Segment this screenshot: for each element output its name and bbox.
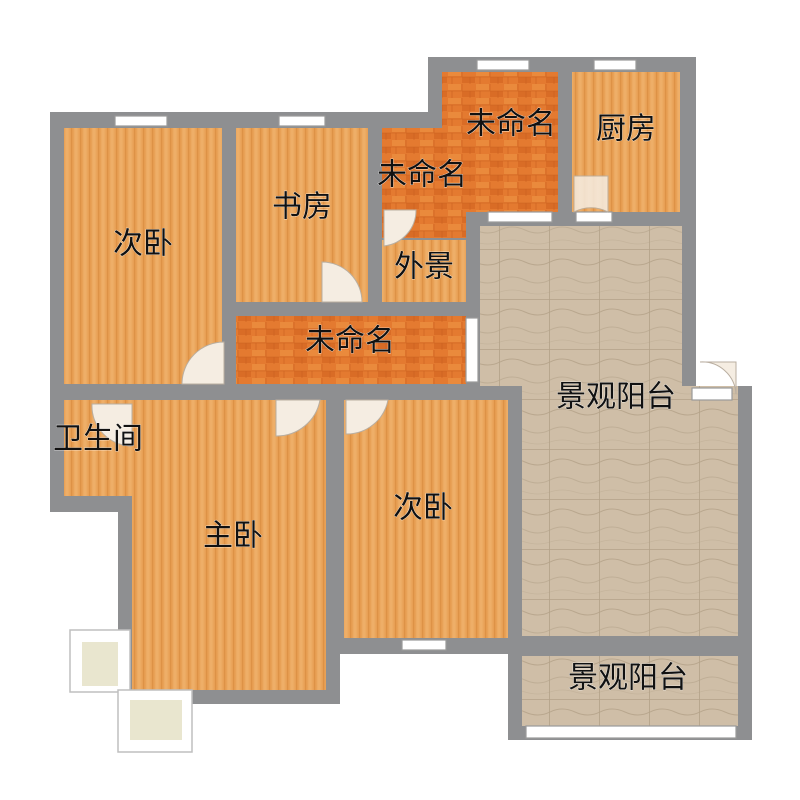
- door-swing: [321, 261, 363, 303]
- windows: [114, 59, 737, 739]
- label-bedroom-mid: 次卧: [393, 491, 453, 526]
- floor-balcony-small: [522, 656, 738, 726]
- label-exterior-view: 外景: [394, 250, 454, 285]
- planters: [69, 629, 193, 753]
- floor-master: [132, 400, 326, 690]
- floor-exterior-view: [382, 240, 466, 302]
- door-swing: [181, 341, 225, 385]
- label-bedroom-left: 次卧: [113, 227, 173, 262]
- doors: [91, 175, 737, 447]
- label-unnamed-mid: 未命名: [377, 158, 467, 193]
- window: [476, 59, 530, 71]
- floor-balcony-large: [480, 226, 682, 386]
- label-bathroom: 卫生间: [53, 422, 143, 457]
- floor-bedroom-left: [64, 128, 222, 384]
- door-swing: [573, 175, 609, 213]
- window: [525, 725, 737, 739]
- room-labels: 次卧 书房 未命名 未命名 厨房 外景 未命名 景观阳台 卫生间 主卧 次卧 景…: [53, 106, 689, 696]
- window: [114, 115, 168, 127]
- door-swing: [91, 403, 133, 447]
- window: [691, 387, 733, 401]
- window: [593, 59, 637, 71]
- floor-bedroom-mid: [344, 400, 508, 638]
- floor-balcony-large-lower: [522, 386, 738, 636]
- window: [401, 639, 447, 651]
- floor-corridor: [236, 316, 466, 384]
- label-balcony-large: 景观阳台: [556, 380, 676, 415]
- label-master-bedroom: 主卧: [203, 519, 263, 554]
- door-swing: [699, 361, 737, 395]
- planter-inner: [130, 700, 182, 740]
- door-swing: [345, 399, 389, 435]
- label-study: 书房: [272, 190, 332, 225]
- window: [278, 115, 326, 127]
- label-unnamed-corridor: 未命名: [305, 324, 395, 359]
- window: [575, 211, 613, 223]
- label-balcony-small: 景观阳台: [568, 661, 688, 696]
- window: [465, 317, 479, 383]
- label-kitchen: 厨房: [596, 112, 656, 147]
- door-swing: [383, 209, 417, 247]
- floors: [64, 72, 738, 726]
- planter-inner: [82, 642, 118, 686]
- floor-unnamed-top: [442, 72, 558, 212]
- label-unnamed-top: 未命名: [466, 107, 556, 142]
- window: [487, 211, 553, 223]
- door-swing: [275, 399, 321, 437]
